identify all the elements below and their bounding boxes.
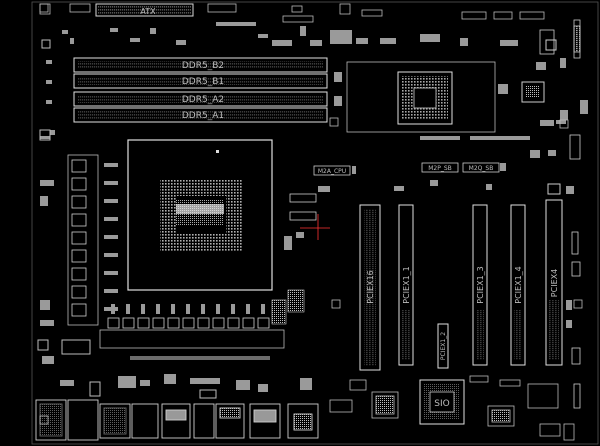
dimm-side-components <box>40 22 352 139</box>
vrm-choke <box>71 285 87 299</box>
vrm-choke <box>71 159 87 173</box>
board-edge <box>31 1 599 445</box>
vrm-left-chokes <box>71 159 118 317</box>
vrm-choke <box>227 317 240 329</box>
vrm-mosfet <box>246 304 250 314</box>
m2p-sb-label: M2P_SB <box>428 165 452 172</box>
pciex1-1-label: PCIEX1_1 <box>402 266 411 303</box>
vrm-choke <box>71 249 87 263</box>
vrm-mosfet <box>141 304 145 314</box>
dimm-slots: DDR5_B2 DDR5_B1 DDR5_A2 DDR5_A1 <box>73 57 328 123</box>
socket-right-components <box>271 186 330 325</box>
vrm-mosfet <box>201 304 205 314</box>
vrm-choke <box>71 195 87 209</box>
vrm-choke <box>167 317 180 329</box>
vrm-mosfet <box>261 304 265 314</box>
right-edge-headers <box>539 19 581 409</box>
bottom-right-components <box>329 375 575 441</box>
vrm-mosfet <box>216 304 220 314</box>
dimm-label-ddr5-a2: DDR5_A2 <box>182 95 224 105</box>
vrm-choke <box>71 267 87 281</box>
chipset <box>346 61 496 133</box>
m2a-cpu-label: M2A_CPU <box>318 168 346 175</box>
bottom-middle-components <box>42 339 312 399</box>
vrm-choke <box>152 317 165 329</box>
vrm-mosfet <box>104 253 118 257</box>
vrm-mosfet <box>104 199 118 203</box>
vrm-mosfet <box>104 181 118 185</box>
pcie-side-components <box>394 120 574 328</box>
vrm-bottom-chokes <box>107 304 270 329</box>
pciex4-label: PCIEX4 <box>550 269 559 297</box>
vrm-mosfet <box>104 289 118 293</box>
vrm-choke <box>197 317 210 329</box>
m2q-sb-label: M2Q_SB <box>469 165 494 172</box>
vrm-mosfet <box>104 235 118 239</box>
dimm-label-ddr5-b1: DDR5_B1 <box>182 77 224 87</box>
super-io-chip: SIO <box>419 379 465 425</box>
dimm-label-ddr5-b2: DDR5_B2 <box>182 61 224 71</box>
vrm-mosfet <box>104 163 118 167</box>
pciex1-4-label: PCIEX1_4 <box>514 266 523 303</box>
vrm-mosfet <box>186 304 190 314</box>
vrm-choke <box>107 317 120 329</box>
dimm-label-ddr5-a1: DDR5_A1 <box>182 111 224 121</box>
sio-label: SIO <box>434 399 449 409</box>
pciex1-3-label: PCIEX1_3 <box>476 266 485 303</box>
vrm-choke <box>122 317 135 329</box>
vrm-choke <box>137 317 150 329</box>
vrm-choke <box>71 213 87 227</box>
vrm-mosfet <box>156 304 160 314</box>
cpu-socket <box>127 139 273 291</box>
left-edge-components <box>37 39 54 351</box>
vrm-choke <box>71 303 87 317</box>
vrm-mosfet <box>231 304 235 314</box>
vrm-mosfet <box>104 217 118 221</box>
mounting-holes <box>39 3 583 425</box>
vrm-left-phases <box>67 154 99 326</box>
vrm-choke <box>242 317 255 329</box>
vrm-mosfet <box>126 304 130 314</box>
m2-connectors: M2A_CPU M2P_SB M2Q_SB <box>313 162 506 176</box>
atx-label: ATX <box>140 7 156 16</box>
pciex16-label: PCIEX16 <box>366 270 375 303</box>
atx-connector: ATX <box>95 3 194 17</box>
vrm-mosfet <box>104 271 118 275</box>
vrm-choke <box>71 177 87 191</box>
vrm-bottom-outline <box>99 329 285 349</box>
vrm-choke <box>257 317 270 329</box>
rear-io-panel <box>35 399 319 441</box>
chipset-side-components <box>356 34 588 140</box>
vrm-choke <box>182 317 195 329</box>
vrm-choke <box>71 231 87 245</box>
pciex1-2-label: PCIEX1_2 <box>440 332 447 360</box>
vrm-mosfet <box>111 304 115 314</box>
pcie-slots: PCIEX16 PCIEX1_1 PCIEX1_2 PCIEX1_3 PCIEX… <box>359 199 563 371</box>
vrm-mosfet <box>171 304 175 314</box>
vrm-choke <box>212 317 225 329</box>
